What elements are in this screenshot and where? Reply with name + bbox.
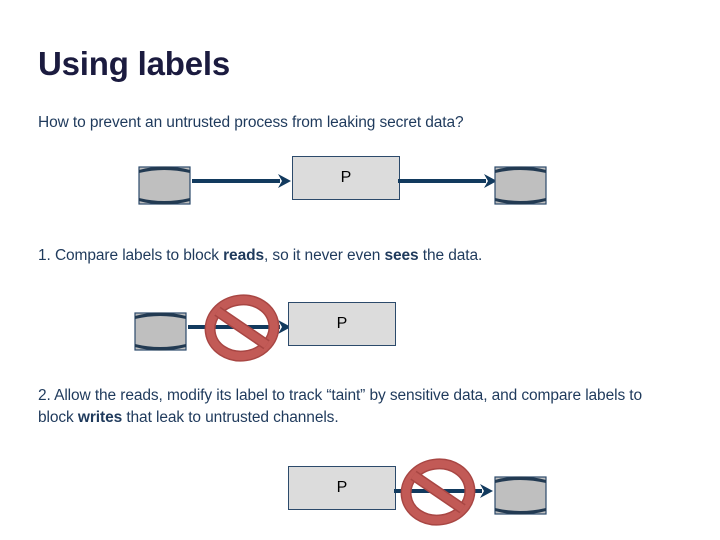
diagram-allowed-flow: P (0, 152, 720, 222)
step2-bold-writes: writes (77, 409, 123, 427)
step2-text: 2. Allow the reads, modify its label to … (38, 385, 658, 430)
process-label: P (340, 169, 352, 186)
step1-part-c: the data. (418, 247, 483, 264)
step1-part-b: , so it never even (264, 247, 385, 264)
arrow-right-icon (192, 171, 292, 191)
prohibition-sign-icon (204, 290, 280, 366)
process-label: P (336, 479, 348, 496)
process-box: P (288, 302, 396, 346)
question-text: How to prevent an untrusted process from… (38, 114, 464, 131)
step1-number: 1. (38, 247, 51, 264)
diagram-blocked-read: P (0, 294, 720, 368)
step2-part-a: Allow the reads, modify its label to tra… (38, 387, 643, 427)
process-label: P (336, 315, 348, 332)
step1-bold-sees: sees (384, 247, 419, 264)
arrow-right-icon (398, 171, 498, 191)
prohibition-sign-icon (400, 454, 476, 530)
step2-number: 2. (38, 387, 51, 404)
page-title: Using labels (38, 45, 230, 82)
process-box: P (292, 156, 400, 200)
step1-text: 1. Compare labels to block reads, so it … (38, 245, 678, 267)
process-box: P (288, 466, 396, 510)
diagram-blocked-write: P (0, 458, 720, 532)
step1-part-a: Compare labels to block (50, 247, 224, 264)
data-store-icon (132, 308, 189, 355)
data-store-icon (136, 162, 193, 209)
data-store-icon (492, 472, 549, 519)
data-store-icon (492, 162, 549, 209)
step1-bold-reads: reads (223, 247, 264, 264)
step2-part-b: that leak to untrusted channels. (122, 409, 339, 427)
